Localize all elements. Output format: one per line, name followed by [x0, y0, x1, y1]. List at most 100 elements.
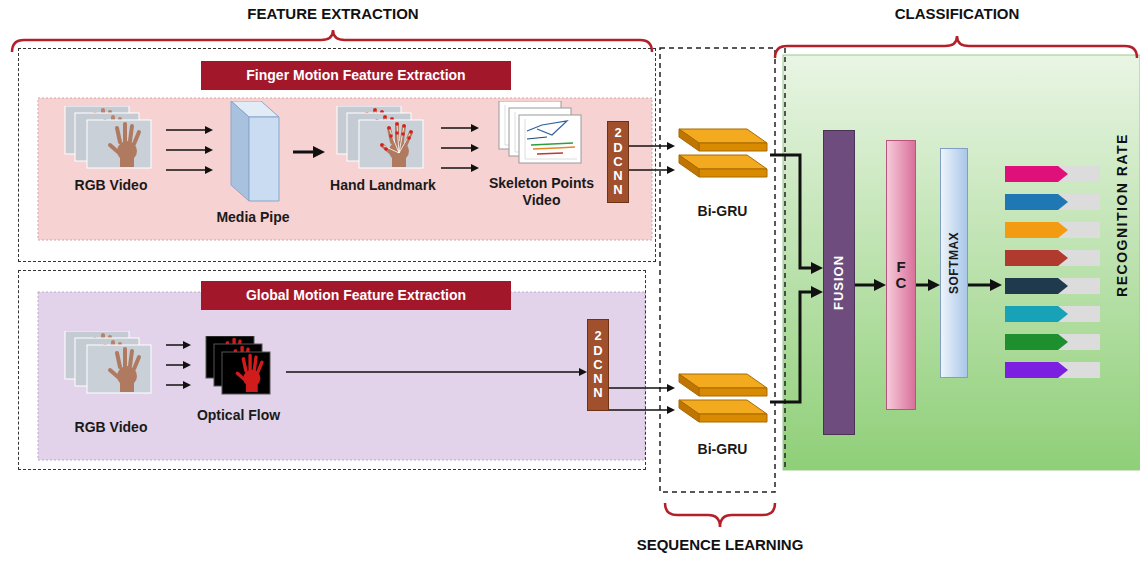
layout-part — [699, 388, 767, 396]
connector-line — [629, 145, 669, 147]
rgb-video-frames-art — [61, 106, 161, 170]
connector-line — [166, 384, 185, 386]
node-caption: RGB Video — [75, 419, 148, 436]
connector-line — [293, 151, 315, 154]
connector-line — [441, 127, 473, 129]
connector-arrow — [166, 166, 213, 174]
connector-arrow — [441, 144, 479, 152]
layout-part — [110, 370, 118, 377]
layout-part — [134, 357, 139, 369]
arrow-head — [205, 146, 213, 154]
layout-part — [123, 349, 127, 366]
layout-part — [533, 147, 575, 149]
connector-arrow — [609, 406, 675, 414]
stage-label: FEATURE EXTRACTION — [247, 5, 418, 23]
connector-line — [855, 284, 876, 287]
arrow-head — [928, 279, 940, 291]
connector-arrow — [629, 142, 675, 150]
hand-landmark-frames: Hand Landmark — [325, 106, 441, 194]
node-caption: Skeleton Points Video — [483, 175, 601, 209]
optical-flow-frames: Optical Flow — [191, 336, 286, 424]
label-holder: CLASSIFICATION — [757, 5, 1140, 23]
connector-arrow — [293, 146, 325, 158]
layout-part — [527, 121, 567, 135]
block-label: 2DCNN — [592, 329, 605, 400]
layout-part — [123, 124, 127, 141]
arrow-head — [471, 164, 479, 172]
bigru-layers-art — [677, 125, 769, 181]
layout-part — [248, 355, 251, 369]
layout-part — [679, 374, 699, 396]
layout-part — [524, 119, 525, 159]
layout-part — [1005, 334, 1068, 350]
arrow-head — [471, 124, 479, 132]
layout-part — [87, 120, 151, 168]
connector-arrow — [770, 286, 823, 402]
layout-part — [399, 132, 411, 153]
fusion-layer: FUSION — [823, 130, 855, 435]
connector-line — [166, 149, 207, 151]
arrow-head — [667, 406, 675, 414]
arrow-head — [183, 361, 191, 369]
node-caption: Hand Landmark — [330, 177, 436, 194]
block-label: 2DCNN — [612, 126, 625, 197]
finger-band — [38, 98, 652, 240]
arrow-head — [313, 146, 325, 158]
layout-part — [373, 108, 377, 112]
layout-part — [117, 353, 120, 367]
arrow-head — [205, 166, 213, 174]
arrow-head — [811, 262, 823, 274]
layout-part — [384, 147, 388, 151]
connector-arrow — [855, 279, 886, 291]
cnn-2d-block: 2DCNN — [607, 121, 629, 203]
sequence-box — [660, 48, 775, 492]
connector-arrow — [441, 124, 479, 132]
node-caption: Optical Flow — [197, 407, 280, 424]
arrow-head — [205, 126, 213, 134]
dashed-divider — [784, 48, 786, 470]
layout-part — [245, 384, 257, 392]
layout-part — [402, 124, 406, 128]
optical-flow-frames-art — [204, 336, 274, 396]
connector-arrow — [166, 381, 191, 389]
finger-motion-region: Finger Motion Feature ExtractionRGB Vide… — [18, 48, 656, 262]
connector-line — [166, 344, 185, 346]
stage-label: CLASSIFICATION — [895, 5, 1020, 23]
layout-part — [382, 124, 411, 153]
layout-part — [537, 153, 563, 154]
softmax-layer: SOFTMAX — [940, 148, 968, 378]
connector-line — [609, 409, 669, 411]
connector-line — [441, 147, 473, 149]
layout-part — [387, 126, 391, 130]
mediapipe-block-art — [221, 101, 285, 203]
layout-part — [395, 122, 399, 126]
layout-part — [679, 129, 699, 151]
class-score-bars — [1005, 166, 1100, 378]
axis-label: RECOGNITION RATE — [1113, 133, 1131, 297]
layout-part — [382, 145, 399, 153]
bigru-layers-art — [677, 370, 769, 426]
layout-part — [380, 143, 384, 147]
layout-part — [407, 136, 411, 140]
label-holder: SEQUENCE LEARNING — [520, 536, 920, 554]
connector-line — [609, 387, 669, 389]
arrow-head — [874, 279, 886, 291]
layout-part — [130, 126, 132, 141]
layout-part — [1005, 278, 1068, 294]
sequence-brace — [665, 503, 775, 527]
layout-part — [110, 145, 118, 152]
layout-part — [120, 158, 134, 167]
section-header: Global Motion Feature Extraction — [201, 281, 511, 310]
layout-part — [395, 131, 399, 135]
connector-line — [286, 371, 581, 373]
layout-part — [527, 137, 547, 139]
fc-layer: FC — [886, 140, 916, 410]
connector-arrow — [609, 384, 675, 392]
connector-arrow — [441, 164, 479, 172]
arrow-head — [667, 384, 675, 392]
layout-part — [504, 105, 505, 145]
layout-part — [531, 143, 573, 145]
layout-part — [222, 352, 270, 394]
layout-part — [1005, 166, 1068, 182]
